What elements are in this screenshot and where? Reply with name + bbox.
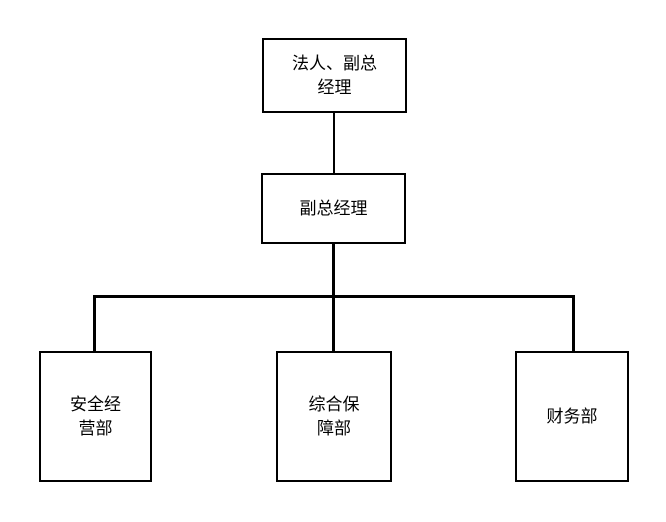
org-node-dept-finance: 财务部	[515, 351, 629, 482]
org-node-dept-safety: 安全经 营部	[39, 351, 152, 482]
org-node-dept-support: 综合保 障部	[276, 351, 392, 482]
connector-drop-safety	[93, 295, 96, 351]
org-node-deputy-manager: 副总经理	[261, 173, 406, 244]
org-node-dept-support-label: 综合保 障部	[308, 394, 360, 439]
org-node-deputy-manager-label: 副总经理	[299, 198, 368, 219]
org-node-root-label: 法人、副总 经理	[292, 53, 377, 98]
org-node-dept-finance-label: 财务部	[546, 406, 598, 427]
org-node-root: 法人、副总 经理	[262, 38, 407, 113]
connector-branch-horizontal	[93, 295, 575, 298]
connector-root-to-manager	[333, 112, 335, 174]
connector-drop-finance	[572, 295, 575, 351]
org-node-dept-safety-label: 安全经 营部	[70, 394, 121, 439]
